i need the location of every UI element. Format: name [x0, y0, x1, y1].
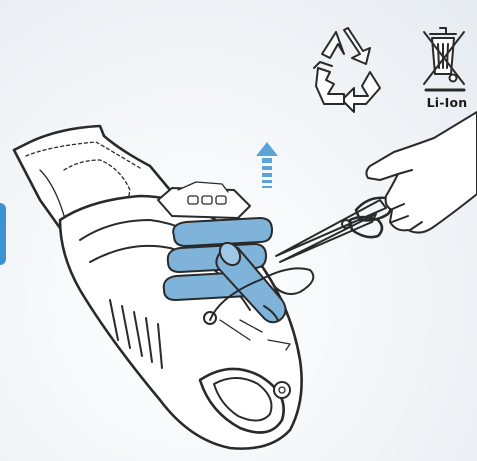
circuit-board [158, 182, 250, 218]
recycle-icon [314, 28, 380, 112]
hand-icon [366, 112, 477, 233]
crossed-out-wheelie-bin-icon [424, 28, 464, 90]
battery-type-label: Li-Ion [419, 95, 475, 110]
arrow-up-icon [256, 142, 278, 188]
scissors-icon [276, 198, 392, 262]
side-tab [0, 203, 6, 265]
